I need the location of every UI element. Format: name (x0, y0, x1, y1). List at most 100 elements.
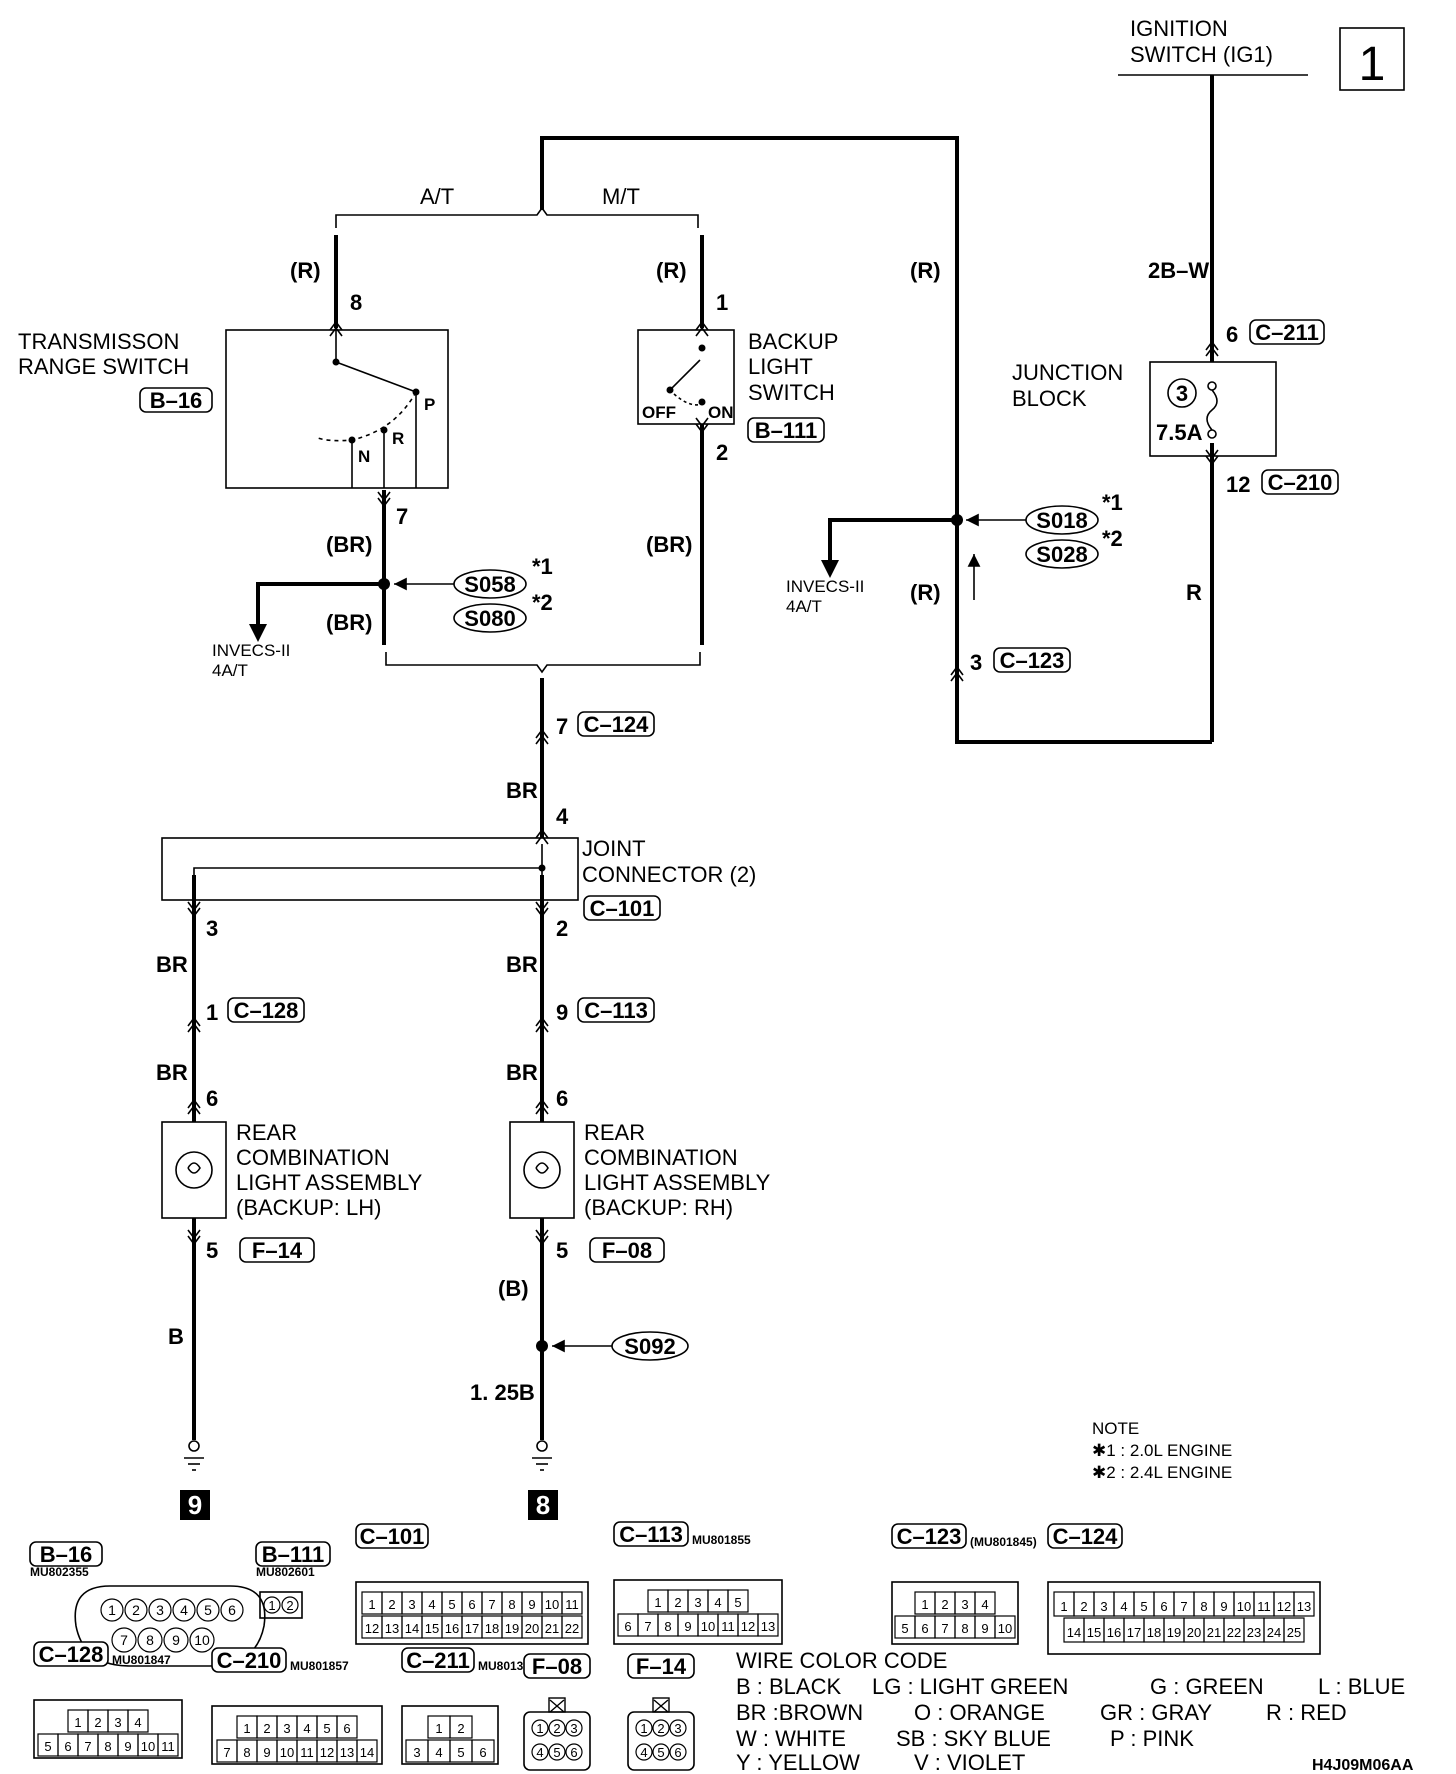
svg-text:19: 19 (505, 1621, 519, 1636)
svg-text:(MU801845): (MU801845) (970, 1535, 1037, 1549)
svg-text:P: P (424, 395, 435, 414)
svg-text:6: 6 (570, 1745, 577, 1760)
svg-text:B–16: B–16 (150, 388, 203, 413)
svg-text:3: 3 (408, 1597, 415, 1612)
svg-text:C–128: C–128 (39, 1642, 104, 1667)
svg-text:1: 1 (536, 1721, 543, 1736)
rear-lh-lamp (161, 1121, 227, 1219)
svg-text:5: 5 (44, 1739, 51, 1754)
svg-text:F–14: F–14 (252, 1238, 303, 1263)
svg-text:BLOCK: BLOCK (1012, 386, 1087, 411)
svg-text:20: 20 (525, 1621, 539, 1636)
svg-text:3: 3 (413, 1745, 420, 1760)
svg-text:BR: BR (156, 952, 188, 977)
svg-text:1: 1 (108, 1602, 116, 1618)
joint-connector-box (161, 837, 579, 901)
svg-text:1: 1 (368, 1597, 375, 1612)
svg-text:*2: *2 (532, 590, 553, 615)
svg-text:SB : SKY BLUE: SB : SKY BLUE (896, 1726, 1051, 1751)
svg-text:JOINT: JOINT (582, 836, 646, 861)
transmission-range-switch-label: TRANSMISSON RANGE SWITCH (18, 329, 189, 379)
svg-text:5: 5 (206, 1238, 218, 1263)
svg-text:7: 7 (84, 1739, 91, 1754)
svg-text:2: 2 (674, 1595, 681, 1610)
svg-text:(R): (R) (910, 580, 941, 605)
rear-rh-lamp (509, 1121, 575, 1219)
page-number-box (1339, 27, 1405, 91)
svg-text:(BACKUP: RH): (BACKUP: RH) (584, 1195, 733, 1220)
svg-text:RANGE SWITCH: RANGE SWITCH (18, 354, 189, 379)
svg-text:3: 3 (694, 1595, 701, 1610)
svg-text:2B–W: 2B–W (1148, 258, 1209, 283)
svg-text:8: 8 (104, 1739, 111, 1754)
ground-ref-lh: 9 (188, 1490, 202, 1520)
svg-text:R: R (392, 429, 404, 448)
svg-text:LIGHT ASSEMBLY: LIGHT ASSEMBLY (236, 1170, 423, 1195)
svg-text:13: 13 (1297, 1599, 1311, 1614)
joint-connector-internals (193, 844, 546, 900)
svg-text:*1: *1 (532, 554, 553, 579)
svg-text:16: 16 (1107, 1625, 1121, 1640)
svg-text:3: 3 (114, 1715, 121, 1730)
svg-text:4: 4 (981, 1597, 988, 1612)
figure-code: H4J09M06AA (1312, 1757, 1414, 1774)
svg-text:6: 6 (921, 1621, 928, 1636)
svg-text:2: 2 (716, 440, 728, 465)
svg-text:4: 4 (640, 1745, 647, 1760)
svg-text:10: 10 (545, 1597, 559, 1612)
svg-text:18: 18 (485, 1621, 499, 1636)
svg-text:4: 4 (556, 804, 569, 829)
svg-text:TRANSMISSON: TRANSMISSON (18, 329, 179, 354)
svg-text:12: 12 (320, 1745, 334, 1760)
ground-ref-rh-box (528, 1490, 558, 1520)
svg-text:(BR): (BR) (326, 532, 372, 557)
svg-text:6: 6 (468, 1597, 475, 1612)
svg-text:S058: S058 (464, 572, 515, 597)
svg-text:6: 6 (228, 1602, 236, 1618)
svg-text:W : WHITE: W : WHITE (736, 1726, 846, 1751)
svg-text:*2: *2 (1102, 526, 1123, 551)
wires (192, 75, 1214, 1440)
svg-text:F–14: F–14 (636, 1654, 687, 1679)
transmission-range-switch-internals: P R N (317, 330, 435, 488)
svg-text:5: 5 (323, 1721, 330, 1736)
svg-text:C–124: C–124 (1053, 1524, 1119, 1549)
svg-text:COMBINATION: COMBINATION (584, 1145, 738, 1170)
svg-text:✱1 : 2.0L ENGINE: ✱1 : 2.0L ENGINE (1092, 1441, 1232, 1460)
svg-text:C–210: C–210 (217, 1648, 282, 1673)
ground-ref-rh: 8 (536, 1490, 550, 1520)
svg-text:6: 6 (1226, 322, 1238, 347)
svg-text:R : RED: R : RED (1266, 1700, 1347, 1725)
svg-text:7: 7 (120, 1632, 128, 1648)
svg-text:Y : YELLOW: Y : YELLOW (736, 1750, 860, 1774)
ignition-switch-label: IGNITION SWITCH (IG1) (1130, 16, 1273, 67)
svg-text:F–08: F–08 (602, 1238, 652, 1263)
svg-text:10: 10 (194, 1632, 210, 1648)
svg-text:4: 4 (536, 1745, 543, 1760)
svg-text:*1: *1 (1102, 490, 1123, 515)
svg-text:C–113: C–113 (584, 998, 648, 1023)
svg-text:17: 17 (1127, 1625, 1141, 1640)
svg-text:8: 8 (508, 1597, 515, 1612)
svg-text:14: 14 (360, 1745, 374, 1760)
svg-text:F–08: F–08 (532, 1654, 582, 1679)
svg-text:3: 3 (283, 1721, 290, 1736)
backup-light-switch-label: BACKUP LIGHT SWITCH (748, 329, 838, 405)
svg-text:2: 2 (286, 1598, 293, 1613)
svg-text:7: 7 (488, 1597, 495, 1612)
svg-text:LIGHT: LIGHT (748, 354, 813, 379)
svg-text:4: 4 (428, 1597, 435, 1612)
svg-text:(R): (R) (910, 258, 941, 283)
svg-text:C–211: C–211 (406, 1648, 470, 1673)
svg-text:INVECS-II: INVECS-II (786, 577, 864, 596)
svg-text:(B): (B) (498, 1276, 529, 1301)
rear-lh-label: REAR COMBINATION LIGHT ASSEMBLY (BACKUP:… (236, 1120, 423, 1220)
svg-text:P : PINK: P : PINK (1110, 1726, 1194, 1751)
svg-text:C–124: C–124 (584, 712, 650, 737)
svg-text:14: 14 (405, 1621, 419, 1636)
svg-text:12: 12 (365, 1621, 379, 1636)
svg-text:2: 2 (263, 1721, 270, 1736)
